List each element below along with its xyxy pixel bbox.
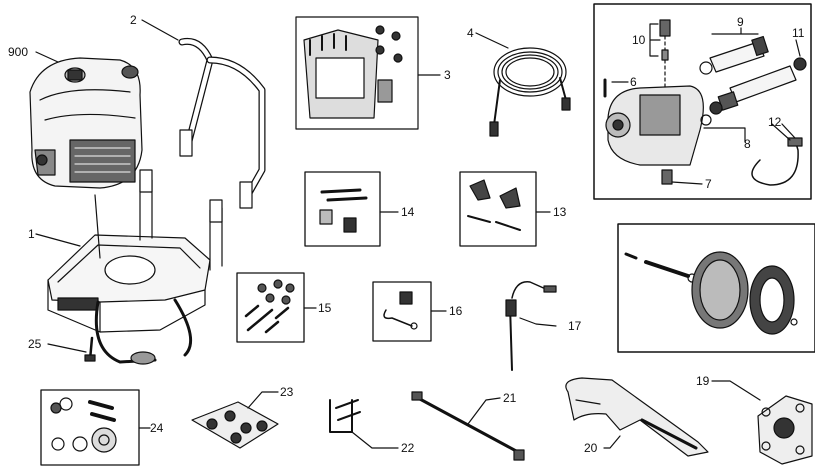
kit-16-parts [383, 291, 418, 330]
label-20: 20 [584, 441, 598, 455]
label-19: 19 [696, 374, 710, 388]
leader-7 [671, 181, 703, 185]
leader-17 [519, 317, 557, 327]
label-22: 22 [401, 441, 415, 455]
panel-part [295, 16, 419, 130]
handle-part [178, 37, 266, 209]
bolt-25-part [84, 336, 96, 362]
kit-14-box [304, 171, 381, 247]
label-25: 25 [28, 337, 42, 351]
leader-1 [35, 233, 81, 247]
label-10: 10 [632, 33, 646, 47]
pipe-8-part [700, 65, 797, 126]
engine-part [29, 57, 143, 189]
pump-box [593, 3, 812, 200]
leader-21 [467, 397, 501, 425]
label-11: 11 [792, 26, 805, 40]
engine-mount-line [94, 194, 101, 259]
label-14: 14 [401, 205, 415, 219]
gun-20-part [565, 377, 709, 457]
leader-9 [711, 27, 759, 35]
leader-12 [771, 123, 796, 141]
leader-11 [795, 39, 801, 57]
kit-13-parts [467, 179, 521, 231]
label-24: 24 [150, 421, 164, 435]
leader-900 [35, 51, 59, 63]
line-12-part [751, 137, 803, 186]
hose-part [489, 47, 571, 137]
label-3: 3 [444, 68, 451, 82]
frame-part [47, 169, 223, 365]
leader-10 [649, 23, 661, 57]
valve-7-part [661, 169, 673, 185]
label-6: 6 [630, 75, 637, 89]
kit-14-parts [319, 188, 368, 233]
label-1: 1 [28, 227, 35, 241]
cap-11-part [793, 57, 807, 71]
holder-22-part [329, 399, 361, 433]
label-2: 2 [130, 13, 137, 27]
leader-2 [141, 19, 179, 41]
pump-part [603, 19, 704, 166]
label-900: 900 [8, 45, 29, 59]
kit-15-parts [244, 279, 295, 334]
label-13: 13 [553, 205, 567, 219]
leader-20 [603, 435, 621, 449]
label-21: 21 [503, 391, 517, 405]
label-17: 17 [568, 319, 582, 333]
label-23: 23 [280, 385, 294, 399]
label-12: 12 [768, 115, 782, 129]
kit-15-box [236, 272, 305, 343]
leader-4 [475, 32, 509, 49]
wand-17-part [505, 281, 557, 371]
kit-13-box [459, 171, 537, 247]
label-4: 4 [467, 26, 474, 40]
leader-25 [47, 343, 87, 353]
leader-19 [711, 380, 761, 401]
leader-8 [703, 127, 746, 143]
label-7: 7 [705, 177, 712, 191]
leader-23 [247, 391, 279, 409]
label-9: 9 [737, 15, 744, 29]
label-8: 8 [744, 137, 751, 151]
nozzles-23-part [191, 401, 279, 449]
wheel-box [617, 223, 815, 353]
kit-24-parts [50, 397, 117, 453]
pipe-9-part [699, 35, 769, 75]
kit-16-box [372, 281, 432, 342]
wheel-kit-parts [624, 251, 798, 335]
reel-19-part [757, 395, 813, 465]
label-15: 15 [318, 301, 332, 315]
label-16: 16 [449, 304, 463, 318]
leader-22 [351, 431, 399, 449]
lance-21-part [411, 391, 525, 461]
